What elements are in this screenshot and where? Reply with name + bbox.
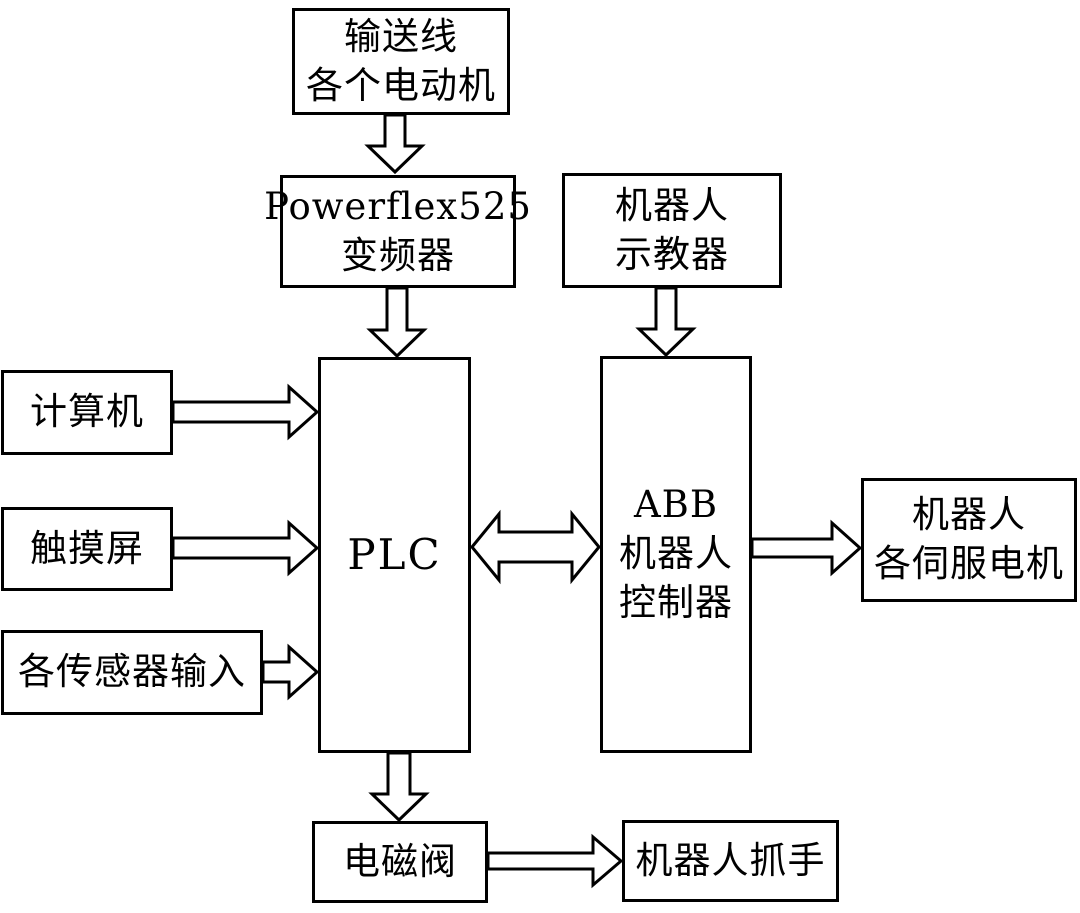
arrow-computer-to-plc <box>171 383 320 441</box>
arrow-sensors-to-plc <box>261 643 320 701</box>
node-robot-gripper: 机器人抓手 <box>622 820 839 902</box>
arrow-abb-to-servo <box>750 519 863 577</box>
node-plc: PLC <box>318 357 471 753</box>
node-teach-pendant: 机器人 示教器 <box>562 173 782 288</box>
node-servo-motors: 机器人 各伺服电机 <box>861 478 1077 602</box>
node-abb-controller: ABB 机器人 控制器 <box>600 356 752 753</box>
node-powerflex-inverter: Powerflex525 变频器 <box>264 175 531 288</box>
arrow-conveyor-to-powerflex <box>364 113 426 175</box>
arrow-plc-abb-bidirectional <box>470 509 601 585</box>
arrow-solenoid-to-gripper <box>486 833 624 889</box>
node-conveyor-motors: 输送线 各个电动机 <box>292 8 510 115</box>
arrow-plc-to-solenoid <box>368 751 430 823</box>
arrow-powerflex-to-plc <box>366 286 428 359</box>
node-computer: 计算机 <box>1 370 173 455</box>
arrow-touchscreen-to-plc <box>171 519 320 577</box>
arrow-teach-pendant-to-abb <box>635 286 697 358</box>
node-solenoid-valve: 电磁阀 <box>312 821 488 903</box>
node-sensor-inputs: 各传感器输入 <box>1 630 263 715</box>
node-touchscreen: 触摸屏 <box>1 507 173 591</box>
